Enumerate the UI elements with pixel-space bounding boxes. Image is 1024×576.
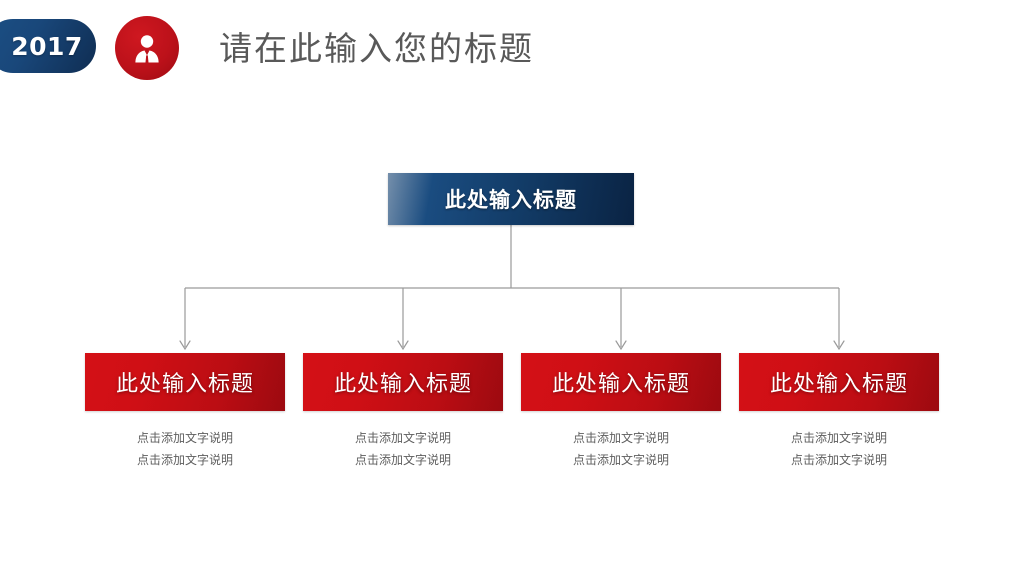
caption-line[interactable]: 点击添加文字说明 xyxy=(354,453,451,467)
child-node-label: 此处输入标题 xyxy=(115,372,254,397)
caption-line[interactable]: 点击添加文字说明 xyxy=(354,431,451,445)
child-node-4[interactable]: 此处输入标题 xyxy=(739,353,939,411)
connector-arrow-1 xyxy=(179,340,191,351)
caption-line[interactable]: 点击添加文字说明 xyxy=(136,453,233,467)
connector-arrow-4 xyxy=(833,340,845,351)
child-node-label: 此处输入标题 xyxy=(769,372,908,397)
child-node-3[interactable]: 此处输入标题 xyxy=(521,353,721,411)
root-node[interactable]: 此处输入标题 xyxy=(388,173,634,225)
caption-line[interactable]: 点击添加文字说明 xyxy=(572,453,669,467)
caption-line[interactable]: 点击添加文字说明 xyxy=(572,431,669,445)
page-title: 请在此输入您的标题 xyxy=(219,29,534,68)
slide-header: 2017 请在此输入您的标题 xyxy=(0,0,1024,105)
person-icon xyxy=(115,16,179,80)
caption-block-4: 点击添加文字说明 点击添加文字说明 xyxy=(739,427,939,471)
child-node-label: 此处输入标题 xyxy=(333,372,472,397)
caption-line[interactable]: 点击添加文字说明 xyxy=(790,431,887,445)
child-node-1[interactable]: 此处输入标题 xyxy=(85,353,285,411)
connector-arrow-3 xyxy=(615,340,627,351)
caption-block-1: 点击添加文字说明 点击添加文字说明 xyxy=(85,427,285,471)
caption-block-2: 点击添加文字说明 点击添加文字说明 xyxy=(303,427,503,471)
child-node-2[interactable]: 此处输入标题 xyxy=(303,353,503,411)
year-badge: 2017 xyxy=(0,19,96,73)
root-node-label: 此处输入标题 xyxy=(445,188,577,212)
caption-line[interactable]: 点击添加文字说明 xyxy=(790,453,887,467)
caption-line[interactable]: 点击添加文字说明 xyxy=(136,431,233,445)
child-node-label: 此处输入标题 xyxy=(551,372,690,397)
connector-arrow-2 xyxy=(397,340,409,351)
caption-block-3: 点击添加文字说明 点击添加文字说明 xyxy=(521,427,721,471)
year-badge-label: 2017 xyxy=(11,31,83,61)
